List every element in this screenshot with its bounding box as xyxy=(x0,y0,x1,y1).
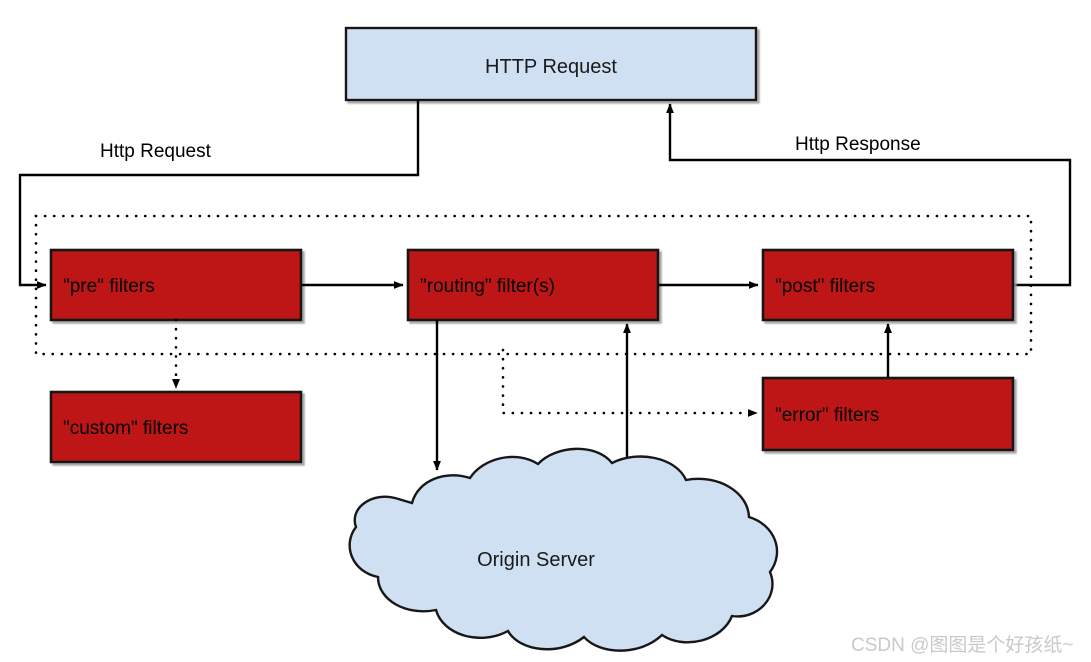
http-request-box-label: HTTP Request xyxy=(485,56,617,78)
post-filters-box xyxy=(761,248,1015,322)
error-filters-box-rect xyxy=(761,376,1015,452)
custom-filters-box xyxy=(49,390,303,464)
http-request-box xyxy=(344,26,758,102)
pipeline-to-error-edge xyxy=(501,348,759,417)
post-filters-box-rect xyxy=(761,248,1015,322)
csdn-watermark: CSDN @图图是个好孩纸~ xyxy=(851,634,1074,656)
origin-server-cloud-shape xyxy=(348,447,779,652)
custom-filters-label: "custom" filters xyxy=(63,418,188,439)
http-response-edge-label: Http Response xyxy=(795,134,921,155)
routing-filters-label: "routing" filter(s) xyxy=(420,276,555,297)
origin-server-cloud xyxy=(348,447,779,652)
custom-filters-box-rect xyxy=(49,390,303,464)
error-filters-label: "error" filters xyxy=(775,405,879,426)
http-request-box-rect xyxy=(344,26,758,102)
http-request-edge xyxy=(18,100,420,289)
http-response-edge xyxy=(666,103,1072,287)
pre-filters-label: "pre" filters xyxy=(63,276,155,297)
post-filters-label: "post" filters xyxy=(775,276,875,297)
routing-filters-box xyxy=(406,248,660,322)
error-filters-box xyxy=(761,376,1015,452)
origin-server-label: Origin Server xyxy=(477,549,595,571)
http-request-edge-label: Http Request xyxy=(100,141,212,162)
routing-filters-box-rect xyxy=(406,248,660,322)
